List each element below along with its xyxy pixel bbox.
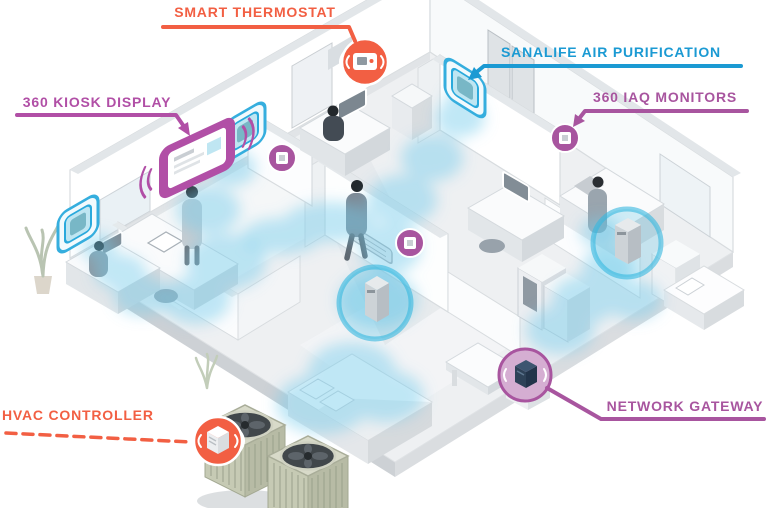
hvac-controller-label: HVAC CONTROLLER <box>2 407 154 423</box>
small-plant <box>194 352 219 390</box>
pillow <box>675 277 705 296</box>
wall-art <box>328 36 352 70</box>
network-gateway-leader <box>545 386 766 421</box>
iaq-monitors-leader <box>576 109 749 122</box>
person-sitting-top-office <box>323 105 344 141</box>
desk-right-office <box>467 171 565 262</box>
smart-thermostat-leader <box>161 25 357 43</box>
iaq-monitors-arrowhead <box>573 114 585 127</box>
airflow-from-left-purifier <box>80 233 170 316</box>
potted-plant <box>24 224 60 294</box>
kiosk-display-icon <box>139 117 255 199</box>
monitor-icon <box>502 171 530 203</box>
window <box>659 153 711 238</box>
copier-cabinet <box>391 83 433 140</box>
floor-air-purifier-2 <box>590 206 664 280</box>
air-purification-arrowhead <box>468 67 482 80</box>
hvac-controller-marker <box>191 415 245 467</box>
network-gateway-marker <box>497 347 553 403</box>
thermostat-marker <box>339 37 391 87</box>
thermostat-icon <box>353 53 377 70</box>
iaq-monitors-label: 360 IAQ MONITORS <box>592 89 737 105</box>
iaq-monitor-icon <box>267 143 297 173</box>
kiosk-display-leader <box>15 113 187 130</box>
network-gateway-icon <box>515 360 537 388</box>
door-frame <box>291 42 333 129</box>
kiosk-display-arrowhead <box>178 122 190 136</box>
iaq-monitor-icon <box>550 123 580 153</box>
network-gateway-label: NETWORK GATEWAY <box>606 398 764 414</box>
hvac-controller-leader <box>4 431 192 444</box>
hvac-controller-icon <box>207 426 229 454</box>
smart-thermostat-label: SMART THERMOSTAT <box>174 4 336 20</box>
far-right-cabinet-and-bed <box>651 240 745 330</box>
kiosk-display-label: 360 KIOSK DISPLAY <box>22 94 172 110</box>
desk-top-office <box>299 88 391 176</box>
office-chair <box>479 239 505 253</box>
air-purification-label: SANALIFE AIR PURIFICATION <box>501 44 721 60</box>
callout-lines <box>4 25 766 444</box>
airflow-from-kiosk-purifier <box>162 150 266 324</box>
iaq-monitor-icon <box>395 228 425 258</box>
floor-air-purifier-1 <box>336 264 414 342</box>
